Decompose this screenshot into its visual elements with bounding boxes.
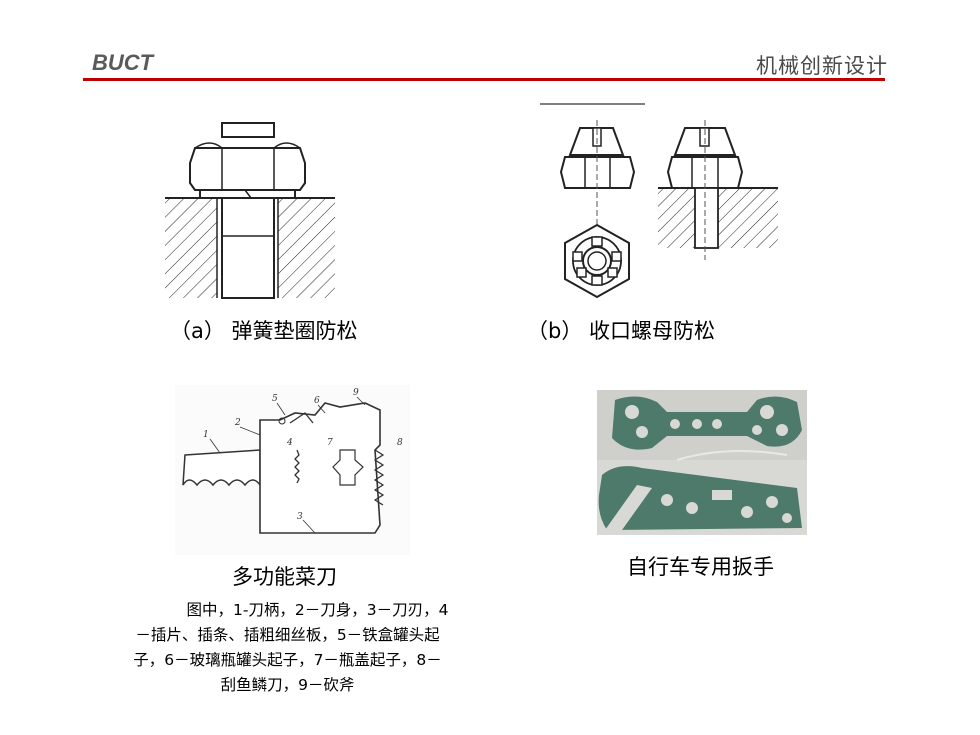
caption-castle-nut: （b） 收口螺母防松 [527, 319, 716, 343]
callout-3: 3 [297, 512, 303, 522]
caption-bicycle-wrench: 自行车专用扳手 [627, 555, 774, 579]
callout-1: 1 [203, 430, 209, 440]
figure-multifunction-knife: 1 2 3 4 5 6 7 8 9 [175, 385, 410, 555]
figure-bicycle-wrench [597, 390, 807, 535]
caption-spring-washer: （a） 弹簧垫圈防松 [170, 319, 358, 343]
callout-4: 4 [286, 438, 293, 448]
knife-description: 图中，1-刀柄，2－刀身，3－刀刃，4 －插片、插条、插粗细丝板，5－铁盒罐头起… [95, 598, 480, 698]
course-title: 机械创新设计 [756, 54, 888, 78]
callout-5: 5 [272, 394, 278, 404]
description-line-4: 刮鱼鳞刀，9－砍斧 [220, 676, 355, 694]
header-divider [83, 78, 885, 81]
description-line-3: 子，6－玻璃瓶罐头起子，7－瓶盖起子，8－ [133, 651, 442, 669]
description-line-1: 图中，1-刀柄，2－刀身，3－刀刃，4 [186, 601, 449, 619]
caption-multifunction-knife: 多功能菜刀 [232, 565, 337, 589]
figure-spring-washer [165, 118, 335, 303]
description-line-2: －插片、插条、插粗细丝板，5－铁盒罐头起 [135, 626, 440, 644]
org-logo-text: BUCT [92, 50, 154, 75]
callout-6: 6 [314, 396, 320, 406]
callout-8: 8 [397, 438, 403, 448]
callout-9: 9 [353, 388, 359, 398]
figure-castle-nut [535, 100, 785, 300]
callout-2: 2 [234, 418, 241, 428]
callout-7: 7 [327, 438, 333, 448]
